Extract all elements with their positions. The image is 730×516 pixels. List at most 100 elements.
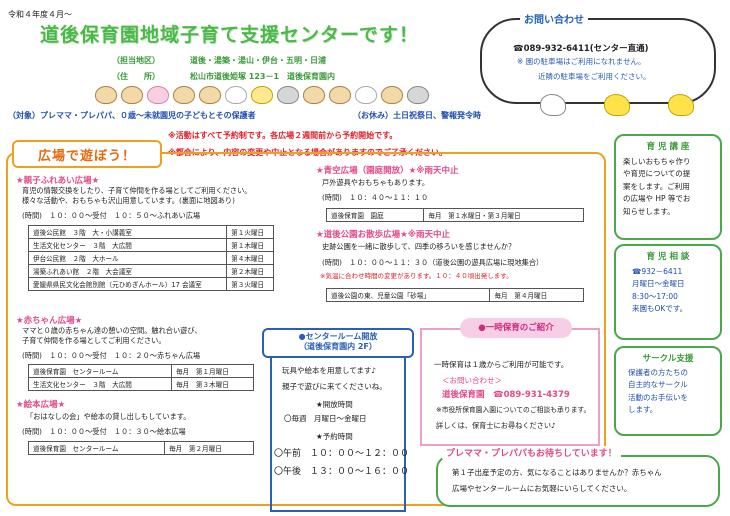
ichiji-line-5: 詳しくは、保育士にお尋ねください♪ [436, 421, 556, 430]
fiscal-year-label: 令和４年度４月～ [8, 10, 72, 19]
side-line: や育児についての提 [623, 169, 691, 179]
bear-icon [199, 86, 221, 104]
side-line: 月曜日～金曜日 [632, 279, 685, 289]
sanpo-table: 道後公園の東、児童公園「砂場」毎月 第４月曜日 [325, 288, 584, 302]
day-cell: 毎月 第２月曜日 [164, 441, 254, 455]
oyako-desc-1: 育児の情報交換をしたり、子育て仲間を作る場としてご利用ください。 [22, 186, 252, 195]
table-row: 道後保育園 センタールーム毎月 第１月曜日 [27, 364, 254, 378]
page-title: 道後保育園地域子育て支援センターです！ [40, 24, 419, 46]
ikuji-soudan-text: ☎932－6411 月曜日～金曜日 8:30～17:00 来園もOKです。 [632, 266, 720, 316]
venue-cell: 道後公民館 ３階 大・小講義室 [27, 225, 228, 239]
day-cell: 第４木曜日 [226, 251, 274, 265]
pre-parents-line-2: 広場やセンタールームにお気軽にいらしてください。 [452, 484, 632, 493]
cow-icon [355, 86, 377, 104]
ikuji-soudan-box: 育 児 相 談 ☎932－6411 月曜日～金曜日 8:30～17:00 来園も… [614, 244, 722, 340]
center-room-line-4: 〇毎週 月曜日～金曜日 [284, 414, 367, 423]
sanpo-desc: 史跡公園を一緒に散歩して、四季の移ろいを感じませんか？ [322, 242, 516, 251]
ikuji-soudan-title: 育 児 相 談 [646, 252, 690, 262]
pre-parents-title: プレママ・プレパパもお待ちしています！ [442, 446, 621, 459]
venue-cell: 道後公園の東、児童公園「砂場」 [325, 288, 491, 302]
koala-icon [407, 86, 429, 104]
parking-note-2: 近隣の駐車場をご利用ください。 [538, 72, 651, 81]
table-row: 道後公園の東、児童公園「砂場」毎月 第４月曜日 [325, 288, 584, 302]
circle-support-text: 保護者の方たちの 自主的なサークル 活動のお手伝いを します。 [628, 367, 720, 417]
contact-box [480, 18, 716, 104]
akachan-time: (時間) １０：００～受付 １０：２０～赤ちゃん広場 [22, 351, 201, 360]
center-room-line-3: ★開放時間 [316, 400, 353, 409]
ehon-title: ★絵本広場★ [16, 400, 66, 410]
aozora-table: 道後保育園 園庭毎月 第１水曜日・第３月曜日 [325, 208, 584, 222]
target-audience: （対象）プレママ・プレパパ、０歳～未就園児の子どもとその保護者 [8, 111, 256, 120]
oyako-desc-2: 様々な活動や、おもちゃも沢山用意しています。(裏面に地図あり) [22, 196, 235, 205]
rabbit-icon [225, 86, 247, 104]
ichiji-hoiku-title: ●一時保育のご紹介 [460, 318, 572, 338]
ichiji-line-4: ※市役所保育園入園についてのご相談も承ります。 [436, 406, 591, 414]
lion-icon [121, 86, 143, 104]
pre-parents-box [436, 455, 720, 507]
akachan-desc-1: ママと０歳の赤ちゃん達の憩いの空間。触れ合い遊び、 [22, 326, 202, 335]
area-value: 道後・湯築・湯山・伊台・五明・日浦 [190, 56, 326, 65]
table-row: 道後公民館 ３階 大・小講義室第１火曜日 [27, 225, 274, 239]
venue-cell: 伊台公民館 ２階 大ホール [27, 251, 228, 265]
duck-icon [604, 94, 630, 116]
area-label: （担当地区） [112, 56, 160, 65]
address-value: 松山市道後姫塚 123－1 道後保育園内 [190, 72, 336, 81]
center-room-title-1: ●センタールーム開放 [298, 332, 378, 341]
day-cell: 毎月 第４月曜日 [489, 288, 584, 302]
center-room-line-2: 親子で遊びに来てくださいね。 [282, 382, 387, 391]
side-line: 来園もOKです。 [632, 304, 688, 314]
ehon-table: 道後保育園 センタールーム毎月 第２月曜日 [27, 441, 254, 455]
table-row: 湯築ふれあい館 ２階 大会議室第２木曜日 [27, 264, 274, 278]
hiroba-heading: 広場で遊ぼう！ [12, 140, 162, 168]
tiger-icon [381, 86, 403, 104]
center-room-morning: 〇午前 １０：００～１２：００ [274, 449, 410, 459]
table-row: 道後保育園 園庭毎月 第１水曜日・第３月曜日 [325, 208, 584, 222]
bear-icon [95, 86, 117, 104]
side-line: 8:30～17:00 [632, 291, 678, 301]
sanpo-title: ★道後公園お散歩広場★※雨天中止 [316, 230, 451, 240]
table-row: 伊台公民館 ２階 大ホール第４木曜日 [27, 251, 274, 265]
oyako-title: ★親子ふれあい広場★ [16, 176, 100, 186]
duck-icon [668, 94, 694, 116]
venue-cell: 道後保育園 センタールーム [27, 364, 173, 378]
circle-support-title: サークル支援 [642, 354, 694, 364]
address-label: （住 所） [112, 72, 160, 81]
day-cell: 第３火曜日 [226, 277, 274, 291]
center-room-afternoon: 〇午後 １３：００～１６：００ [274, 467, 410, 477]
dog-icon [329, 86, 351, 104]
venue-cell: 道後保育園 センタールーム [27, 441, 166, 455]
venue-cell: 生活文化センター ３階 大広間 [27, 377, 173, 391]
side-line: します。 [628, 405, 658, 415]
reservation-notice: ※活動はすべて予約制です。各広場２週間前から予約開始です。 [168, 131, 398, 140]
ikuji-kouza-box: 育 児 講 座 楽しいおもちゃ作り や育児についての提 案をします。ご利用 の広… [614, 134, 722, 240]
sanpo-time: (時間) １０：００～１１：３０（道後公園の遊具広場に現地集合） [322, 258, 544, 267]
ikuji-kouza-text: 楽しいおもちゃ作り や育児についての提 案をします。ご利用 の広場や HP 等で… [623, 156, 720, 218]
ikuji-kouza-title: 育 児 講 座 [646, 142, 690, 152]
akachan-desc-2: 子育て仲間を作る場としてご利用ください。 [22, 336, 166, 345]
side-line: 案をします。ご利用 [623, 181, 690, 191]
side-line: の広場や HP 等でお [623, 194, 691, 204]
side-line: ☎932－6411 [632, 267, 683, 276]
giraffe-icon [251, 86, 273, 104]
closed-days: （お休み）土日祝祭日、警報発令時 [353, 111, 481, 120]
hiroba-frame [6, 152, 606, 506]
table-row: 道後保育園 センタールーム毎月 第２月曜日 [27, 441, 254, 455]
table-row: 生活文化センター ３階 大広間第１木曜日 [27, 238, 274, 252]
side-line: 楽しいおもちゃ作り [623, 157, 691, 166]
center-room-title-2: （道後保育園内 2F） [299, 342, 377, 352]
venue-cell: 道後保育園 園庭 [325, 208, 425, 222]
contact-phone: ☎089-932-6411(センター直通) [513, 44, 649, 54]
circle-support-box: サークル支援 保護者の方たちの 自主的なサークル 活動のお手伝いを します。 [614, 346, 722, 436]
day-cell: 毎月 第１月曜日 [171, 364, 254, 378]
center-room-line-5: ★予約時間 [316, 432, 353, 441]
day-cell: 第１木曜日 [226, 238, 274, 252]
aozora-desc: 戸外遊具やおもちゃもあります。 [322, 178, 430, 187]
pre-parents-line-1: 第１子出産予定の方、気になることはありませんか？赤ちゃん [452, 468, 662, 477]
venue-cell: 湯築ふれあい館 ２階 大会議室 [27, 264, 228, 278]
contact-title: お問い合わせ [520, 11, 588, 26]
center-room-title: ●センタールーム開放 （道後保育園内 2F） [262, 328, 414, 358]
lion-icon [303, 86, 325, 104]
day-cell: 第１火曜日 [226, 225, 274, 239]
side-line: 活動のお手伝いを [628, 392, 688, 402]
day-cell: 毎月 第３木曜日 [171, 377, 254, 391]
